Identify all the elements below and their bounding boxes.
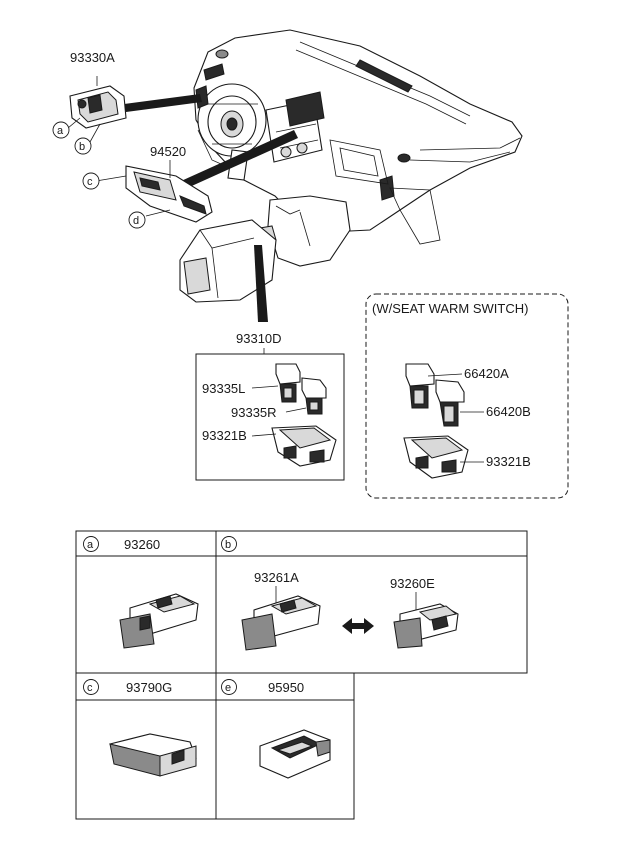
- label-93260E: 93260E: [390, 576, 435, 591]
- table-cell-a-part: 93260: [124, 537, 160, 552]
- label-93335R: 93335R: [231, 405, 277, 420]
- switch-66420B-graphic: [435, 379, 465, 427]
- table-cell-b-header: b: [221, 536, 237, 552]
- switch-93790G-graphic: [109, 733, 197, 777]
- callout-b: b: [74, 137, 92, 155]
- svg-text:e: e: [225, 682, 231, 694]
- label-93335L: 93335L: [202, 381, 245, 396]
- parts-table: [75, 530, 528, 820]
- table-cell-c-header: c 93790G: [83, 679, 172, 695]
- label-93261A: 93261A: [254, 570, 299, 585]
- switch-93321B-alt-graphic: [403, 435, 469, 479]
- label-93330A: 93330A: [70, 50, 115, 65]
- switch-93261A-graphic: [241, 595, 321, 651]
- switch-94520-graphic: [95, 160, 213, 223]
- svg-text:a: a: [57, 125, 64, 137]
- svg-text:d: d: [133, 215, 139, 227]
- label-93321B-alt: 93321B: [486, 454, 531, 469]
- table-cell-e-header: e 95950: [221, 679, 304, 695]
- label-93310D: 93310D: [236, 331, 282, 346]
- seat-warm-box: [365, 293, 569, 499]
- callout-c: c: [82, 172, 100, 190]
- label-93321B: 93321B: [202, 428, 247, 443]
- switch-93335L-graphic: [275, 363, 301, 403]
- switch-93330A-graphic: [67, 76, 127, 143]
- svg-text:b: b: [225, 539, 231, 551]
- callout-d: d: [128, 211, 146, 229]
- svg-text:b: b: [79, 141, 85, 153]
- switch-93260-graphic: [119, 593, 199, 649]
- switch-93260E-graphic: [393, 603, 459, 649]
- switch-93321B-graphic: [271, 425, 337, 467]
- label-66420B: 66420B: [486, 404, 531, 419]
- switch-95950-graphic: [259, 729, 331, 779]
- table-cell-a-header: a 93260: [83, 536, 160, 552]
- seat-warm-box-title: (W/SEAT WARM SWITCH): [372, 301, 528, 316]
- svg-text:a: a: [87, 539, 94, 551]
- switch-66420A-graphic: [405, 363, 435, 409]
- interchangeable-arrow-icon: [342, 618, 374, 634]
- callout-a: a: [52, 121, 70, 139]
- label-66420A: 66420A: [464, 366, 509, 381]
- table-cell-c-part: 93790G: [126, 680, 172, 695]
- svg-text:c: c: [87, 176, 93, 188]
- table-cell-e-part: 95950: [268, 680, 304, 695]
- switch-93335R-graphic: [301, 377, 327, 415]
- svg-text:c: c: [87, 682, 93, 694]
- label-94520: 94520: [150, 144, 186, 159]
- dashboard-illustration: [124, 29, 523, 322]
